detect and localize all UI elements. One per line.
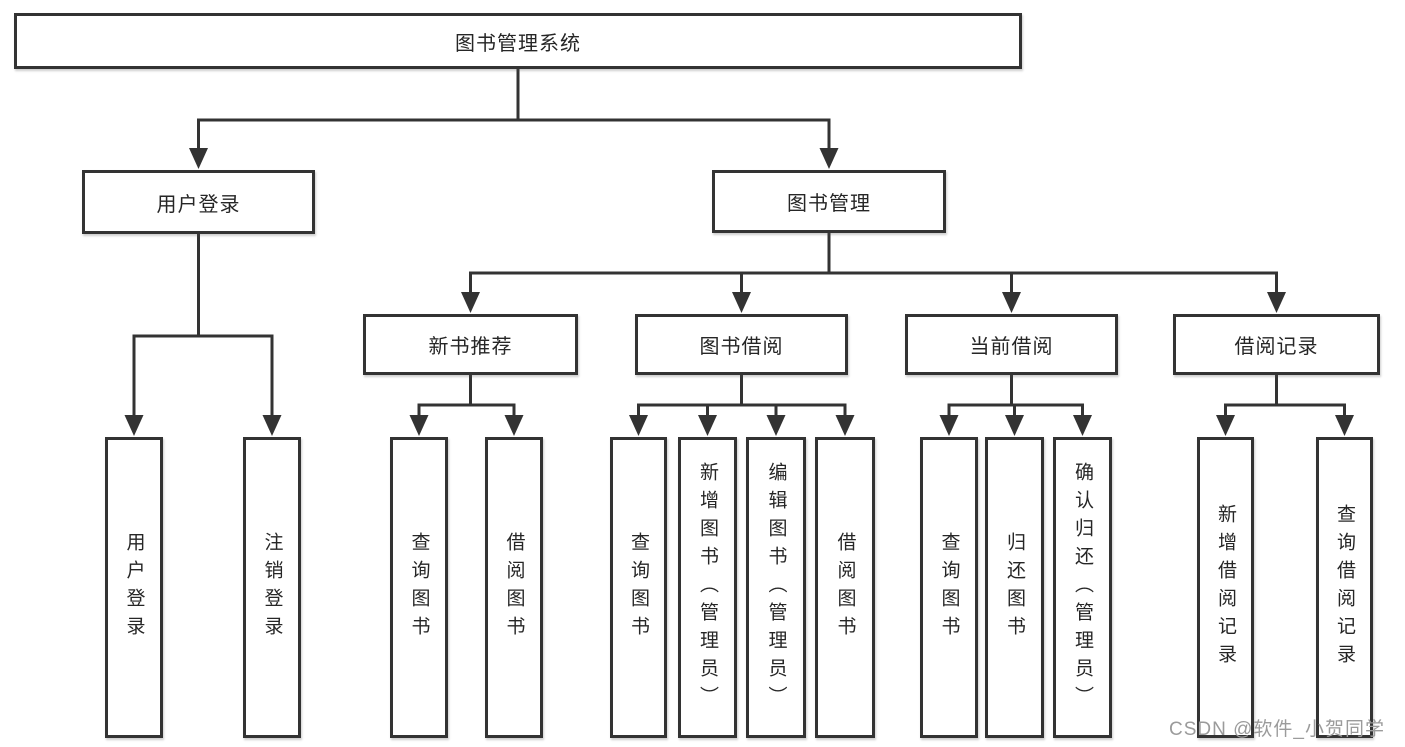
arrowhead-icon xyxy=(819,148,839,169)
node-label-leaf-query-book-1: 查询图书 xyxy=(408,531,430,644)
node-label-leaf-add-record: 新增借阅记录 xyxy=(1215,503,1236,672)
node-leaf-add-book: 新增图书（管理员） xyxy=(678,437,737,738)
node-label-leaf-add-book: 新增图书（管理员） xyxy=(697,461,718,714)
arrowhead-icon xyxy=(732,292,751,313)
node-label-current-borrow: 当前借阅 xyxy=(969,336,1054,358)
arrowhead-icon xyxy=(629,415,648,436)
node-book-mgmt: 图书管理 xyxy=(712,170,946,233)
arrowhead-icon xyxy=(698,415,717,436)
node-label-leaf-query-record: 查询借阅记录 xyxy=(1334,503,1355,672)
node-leaf-query-book-3: 查询图书 xyxy=(920,437,978,738)
arrowhead-icon xyxy=(189,148,208,169)
node-label-leaf-user-login: 用户登录 xyxy=(123,531,145,644)
arrowhead-icon xyxy=(1335,415,1354,436)
node-label-root: 图书管理系统 xyxy=(455,32,581,55)
node-label-borrow-records: 借阅记录 xyxy=(1234,336,1319,358)
node-leaf-query-book-2: 查询图书 xyxy=(610,437,667,738)
node-current-borrow: 当前借阅 xyxy=(905,314,1118,375)
node-user-login: 用户登录 xyxy=(82,170,315,234)
node-new-book-rec: 新书推荐 xyxy=(363,314,578,375)
node-label-leaf-edit-book: 编辑图书（管理员） xyxy=(765,461,787,714)
watermark-text: CSDN @软件_小贺同学 xyxy=(1169,719,1385,740)
node-label-leaf-query-book-2: 查询图书 xyxy=(628,531,649,644)
arrowhead-icon xyxy=(766,415,786,436)
arrowhead-icon xyxy=(262,415,282,436)
node-label-new-book-rec: 新书推荐 xyxy=(428,336,513,358)
node-label-leaf-confirm-return: 确认归还（管理员） xyxy=(1072,461,1093,714)
node-leaf-logout: 注销登录 xyxy=(243,437,301,738)
node-root: 图书管理系统 xyxy=(14,13,1022,69)
node-book-borrow: 图书借阅 xyxy=(635,314,848,375)
arrowhead-icon xyxy=(1002,292,1021,313)
node-label-book-borrow: 图书借阅 xyxy=(699,336,784,358)
arrowhead-icon xyxy=(1267,292,1286,313)
arrowhead-icon xyxy=(461,292,480,313)
arrowhead-icon xyxy=(1073,415,1092,436)
node-borrow-records: 借阅记录 xyxy=(1173,314,1380,375)
node-label-leaf-return-book: 归还图书 xyxy=(1004,531,1025,644)
node-leaf-add-record: 新增借阅记录 xyxy=(1197,437,1254,738)
node-label-book-mgmt: 图书管理 xyxy=(787,193,871,215)
arrowhead-icon xyxy=(1005,415,1024,436)
node-leaf-user-login: 用户登录 xyxy=(105,437,163,738)
node-leaf-query-book-1: 查询图书 xyxy=(390,437,448,738)
node-leaf-edit-book: 编辑图书（管理员） xyxy=(746,437,806,738)
node-label-leaf-logout: 注销登录 xyxy=(261,531,283,644)
node-leaf-query-record: 查询借阅记录 xyxy=(1316,437,1373,738)
node-label-user-login: 用户登录 xyxy=(156,193,241,216)
node-label-leaf-query-book-3: 查询图书 xyxy=(938,531,960,644)
arrowhead-icon xyxy=(504,415,524,436)
node-label-leaf-borrow-book-1: 借阅图书 xyxy=(503,531,525,644)
node-leaf-confirm-return: 确认归还（管理员） xyxy=(1053,437,1112,738)
node-leaf-return-book: 归还图书 xyxy=(985,437,1044,738)
arrowhead-icon xyxy=(835,415,855,436)
node-leaf-borrow-book-1: 借阅图书 xyxy=(485,437,543,738)
arrowhead-icon xyxy=(124,415,144,436)
arrowhead-icon xyxy=(409,415,429,436)
node-leaf-borrow-book-2: 借阅图书 xyxy=(815,437,875,738)
arrowhead-icon xyxy=(1216,415,1235,436)
arrowhead-icon xyxy=(939,415,959,436)
node-label-leaf-borrow-book-2: 借阅图书 xyxy=(834,531,856,644)
